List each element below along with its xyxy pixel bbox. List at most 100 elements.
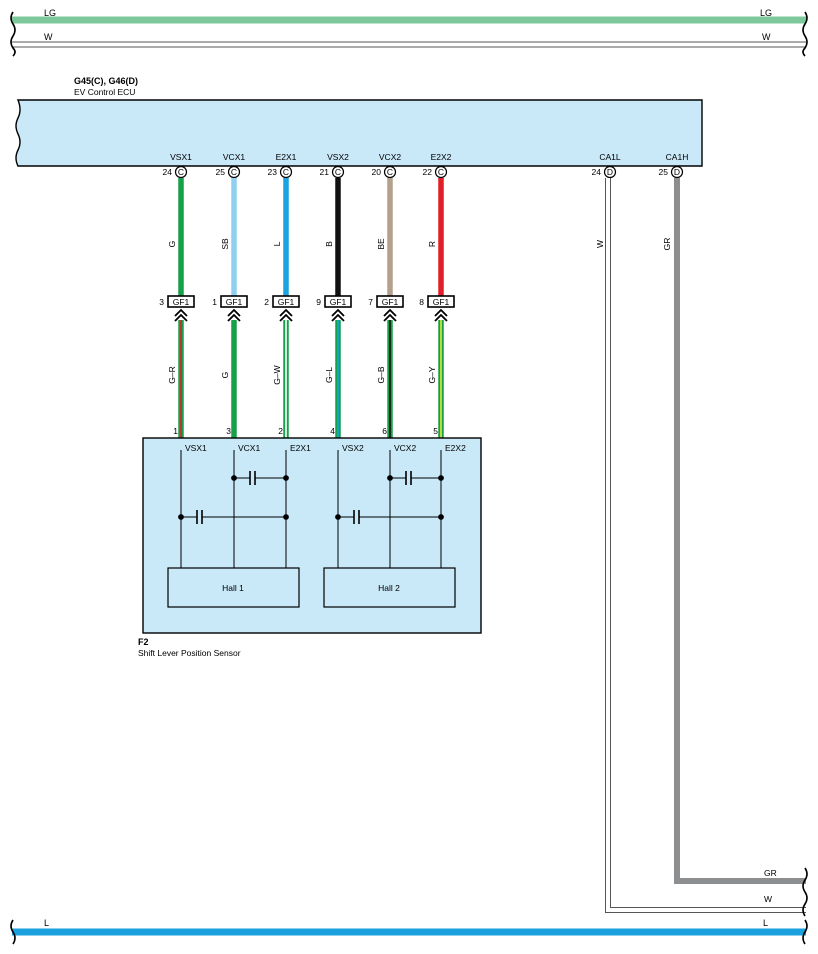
ecu-pin-number: 24 bbox=[163, 167, 173, 177]
top-bus-w: W W bbox=[12, 32, 806, 48]
wire-color-label: R bbox=[427, 241, 437, 247]
ecu-pin-conn-letter: C bbox=[387, 167, 393, 177]
gf1-connector-label: GF1 bbox=[278, 297, 295, 307]
sensor-internal-circuit bbox=[178, 450, 444, 568]
sensor-wire-color-label: G bbox=[220, 372, 230, 379]
hall-1-element: Hall 1 bbox=[167, 567, 300, 608]
gf1-pin-number: 2 bbox=[264, 297, 269, 307]
sensor-wire-color-label: G–W bbox=[272, 365, 282, 384]
sensor-pin-number: 5 bbox=[433, 426, 438, 436]
sensor-id-label: F2 bbox=[138, 637, 149, 647]
gf1-connector-label: GF1 bbox=[330, 297, 347, 307]
gf1-connector-box bbox=[427, 295, 455, 308]
ecu-pin-conn-letter: C bbox=[178, 167, 184, 177]
ecu-pins: VSX1C24VCX1C25E2X1C23VSX2C21VCX2C20E2X2C… bbox=[163, 152, 689, 179]
ecu-pin-signal-ca1h: CA1H bbox=[666, 152, 689, 162]
gf1-pin-number: 3 bbox=[159, 297, 164, 307]
sensor-pin-number: 4 bbox=[330, 426, 335, 436]
l-label-right: L bbox=[763, 918, 768, 928]
lg-label-right: LG bbox=[760, 8, 772, 18]
ecu-name-label: EV Control ECU bbox=[74, 87, 135, 97]
break-mark-left-top bbox=[10, 11, 16, 57]
break-mark-right-bottom bbox=[802, 867, 808, 917]
ecu-pin-number: 25 bbox=[216, 167, 226, 177]
gf1-pin-number: 1 bbox=[212, 297, 217, 307]
sensor-pin-number: 3 bbox=[226, 426, 231, 436]
gf1-chevron bbox=[383, 308, 397, 322]
sensor-pin-signal-vcx2: VCX2 bbox=[394, 443, 416, 453]
gf1-chevron bbox=[331, 308, 345, 322]
gf1-connector-box bbox=[220, 295, 248, 308]
sensor-pin-number: 2 bbox=[278, 426, 283, 436]
bottom-bus-l: L L bbox=[12, 918, 806, 936]
sensor-pin-signal-vcx1: VCX1 bbox=[238, 443, 260, 453]
ecu-pin-number: 23 bbox=[268, 167, 278, 177]
hall-2-element: Hall 2 bbox=[323, 567, 456, 608]
ecu-pin-conn-letter: C bbox=[283, 167, 289, 177]
wire-color-label: BE bbox=[376, 238, 386, 250]
wire-color-label-ca1h: GR bbox=[662, 238, 672, 251]
ecu-pin-signal-vsx2: VSX2 bbox=[327, 152, 349, 162]
ecu-pin-number: 25 bbox=[659, 167, 669, 177]
gf1-chevron bbox=[227, 308, 241, 322]
gf1-chevron bbox=[279, 308, 293, 322]
ecu-pin-terminal bbox=[279, 165, 293, 179]
gf1-pin-number: 8 bbox=[419, 297, 424, 307]
ecu-pin-terminal bbox=[603, 165, 617, 179]
ecu-pin-conn-letter: C bbox=[231, 167, 237, 177]
gf1-connector-label: GF1 bbox=[226, 297, 243, 307]
ecu-pin-number: 20 bbox=[372, 167, 382, 177]
hall-1-label: Hall 1 bbox=[222, 583, 244, 593]
gf1-connector-box bbox=[272, 295, 300, 308]
ecu-pin-signal-vcx1: VCX1 bbox=[223, 152, 245, 162]
gf1-pin-number: 9 bbox=[316, 297, 321, 307]
ecu-pin-terminal bbox=[434, 165, 448, 179]
can-high-wire bbox=[674, 178, 806, 884]
hall-2-label: Hall 2 bbox=[378, 583, 400, 593]
gf1-chevron bbox=[434, 308, 448, 322]
sensor-pin-signal-vsx1: VSX1 bbox=[185, 443, 207, 453]
wire-color-label: SB bbox=[220, 238, 230, 250]
sensor-pin-signal-e2x1: E2X1 bbox=[290, 443, 311, 453]
sensor-pin-signal-e2x2: E2X2 bbox=[445, 443, 466, 453]
gf1-connector-label: GF1 bbox=[433, 297, 450, 307]
wire-color-label: L bbox=[272, 241, 282, 246]
sensor-wire-color-label: G–R bbox=[167, 366, 177, 383]
gf1-connector-box bbox=[324, 295, 352, 308]
sensor-wire-color-label: G–B bbox=[376, 366, 386, 383]
ecu-pin-conn-letter: D bbox=[607, 167, 613, 177]
w-label-right: W bbox=[762, 32, 771, 42]
gf1-pin-number: 7 bbox=[368, 297, 373, 307]
can-low-wire bbox=[605, 178, 806, 913]
gf1-connector-box bbox=[376, 295, 404, 308]
w-bus-label: W bbox=[764, 894, 772, 904]
wire-color-label: B bbox=[324, 241, 334, 247]
sensor-name-label: Shift Lever Position Sensor bbox=[138, 648, 241, 658]
l-label-left: L bbox=[44, 918, 49, 928]
ecu-pin-conn-letter: D bbox=[674, 167, 680, 177]
ecu-pin-terminal bbox=[227, 165, 241, 179]
wire-color-label-ca1l: W bbox=[595, 240, 605, 248]
ecu-pin-signal-ca1l: CA1L bbox=[599, 152, 621, 162]
gf1-connector-box bbox=[167, 295, 195, 308]
wires: G SB L B BE R W GR G–R G G–W G–L G–B G–Y bbox=[167, 178, 672, 438]
sensor-wire-color-label: G–Y bbox=[427, 366, 437, 383]
ecu-pin-signal-vsx1: VSX1 bbox=[170, 152, 192, 162]
break-mark-right-l bbox=[802, 919, 808, 945]
sensor-pin-signal-vsx2: VSX2 bbox=[342, 443, 364, 453]
top-bus-lg: LG LG bbox=[12, 8, 806, 24]
ecu-pin-terminal bbox=[670, 165, 684, 179]
ecu-body bbox=[15, 99, 703, 167]
ecu-pin-signal-e2x2: E2X2 bbox=[431, 152, 452, 162]
ecu-connector-label: G45(C), G46(D) bbox=[74, 76, 138, 86]
break-mark-right-top bbox=[802, 11, 808, 57]
wire-color-label: G bbox=[167, 241, 177, 248]
gf1-chevron bbox=[174, 308, 188, 322]
ecu-pin-number: 21 bbox=[320, 167, 330, 177]
ecu-pin-terminal bbox=[174, 165, 188, 179]
lg-label-left: LG bbox=[44, 8, 56, 18]
ecu-pin-number: 22 bbox=[423, 167, 433, 177]
sensor-wire-color-label: G–L bbox=[324, 367, 334, 383]
